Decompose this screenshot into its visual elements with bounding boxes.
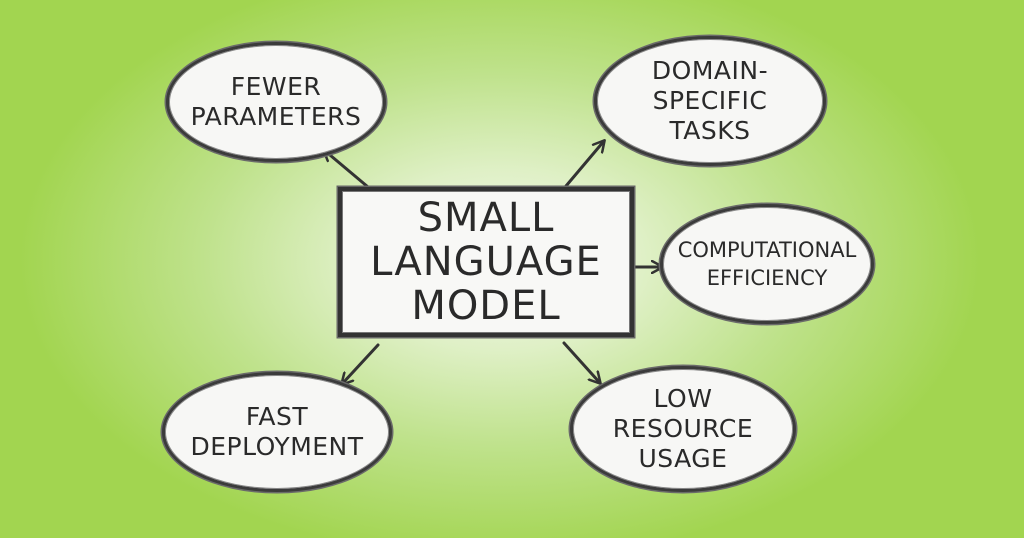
node-fast-deployment: Fast Deployment: [162, 372, 392, 492]
node-computational-efficiency: Computational Efficiency: [660, 204, 874, 324]
node-label-line: Tasks: [669, 116, 751, 145]
center-label-line: Model: [411, 283, 561, 329]
node-label-line: Usage: [638, 444, 728, 473]
node-label-line: Parameters: [190, 102, 362, 131]
node-label-line: Efficiency: [706, 266, 828, 290]
arrow-to-fewer-parameters: [324, 150, 370, 189]
node-label-line: Low: [653, 384, 713, 413]
center-label-line: Small: [417, 195, 555, 241]
arrow-to-fast-deployment: [342, 343, 380, 384]
center-label-line: Language: [370, 239, 602, 285]
node-label-line: Fewer: [230, 72, 322, 101]
node-fewer-parameters: Fewer Parameters: [166, 42, 386, 162]
node-label-line: Deployment: [190, 432, 364, 461]
node-label-line: Specific: [652, 86, 768, 115]
arrow-to-domain-specific-tasks: [564, 141, 604, 188]
node-label-line: Domain-: [651, 56, 769, 85]
node-label-line: Resource: [612, 414, 754, 443]
node-domain-specific-tasks: Domain- Specific Tasks: [594, 36, 826, 166]
node-low-resource-usage: Low Resource Usage: [570, 366, 796, 492]
center-node-small-language-model: Small Language Model: [338, 187, 634, 337]
node-label-line: Fast: [245, 402, 309, 431]
node-label-line: Computational: [677, 238, 857, 262]
arrow-to-low-resource-usage: [562, 341, 600, 383]
